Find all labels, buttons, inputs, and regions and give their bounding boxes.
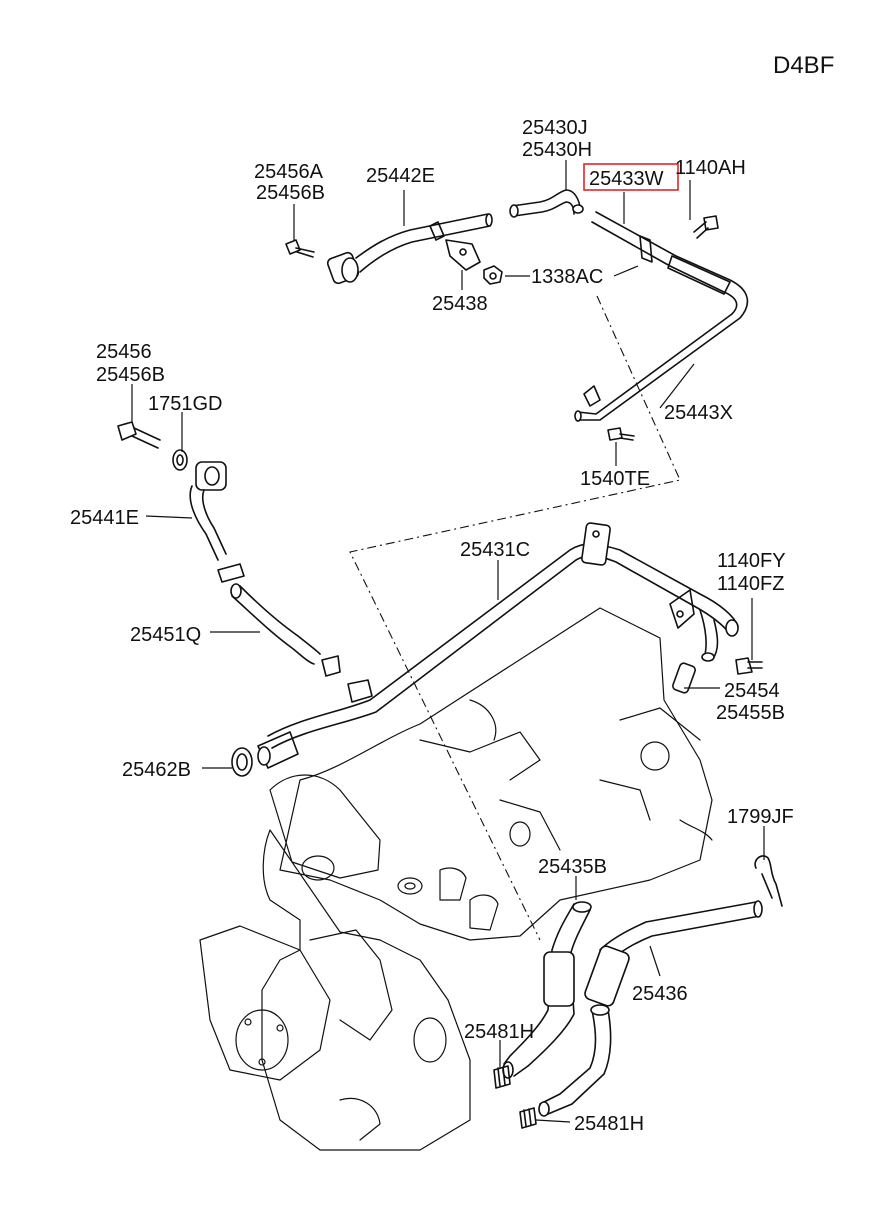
label-25431c[interactable]: 25431C: [460, 539, 530, 561]
bolt-1140ah: [693, 215, 719, 239]
label-25451q[interactable]: 25451Q: [130, 624, 201, 646]
fitting-25454: [672, 662, 696, 694]
bolt-1540te: [607, 427, 635, 441]
bolt-1140fy: [735, 657, 763, 675]
elbow-25441e: [189, 461, 245, 583]
label-25462b[interactable]: 25462B: [122, 759, 191, 781]
clamp-25481h-a: [493, 1065, 511, 1089]
label-1751gd[interactable]: 1751GD: [148, 393, 223, 415]
label-25441e[interactable]: 25441E: [70, 507, 139, 529]
label-25433w[interactable]: 25433W: [589, 168, 664, 190]
washer-1751gd: [172, 449, 188, 471]
label-1140ah[interactable]: 1140AH: [675, 157, 746, 179]
bolt-25456a: [285, 239, 315, 258]
leader-lines: [131, 160, 765, 1123]
label-25430h[interactable]: 25430H: [522, 139, 592, 161]
gasket-25462b: [231, 747, 253, 777]
engine-block: [199, 607, 713, 1151]
cable-tie-1799jf: [754, 855, 783, 907]
nut-1338ac: [483, 265, 503, 285]
label-25430j[interactable]: 25430J: [522, 117, 588, 139]
pipe-25442e: [326, 213, 493, 285]
hose-25435b: [502, 901, 592, 1079]
label-25456a[interactable]: 25456A: [254, 161, 324, 183]
label-25454[interactable]: 25454: [724, 680, 780, 702]
label-1540te[interactable]: 1540TE: [580, 468, 650, 490]
label-25435b[interactable]: 25435B: [538, 856, 607, 878]
label-25436[interactable]: 25436: [632, 983, 688, 1005]
label-25456[interactable]: 25456: [96, 341, 152, 363]
label-25438[interactable]: 25438: [432, 293, 488, 315]
assembly-outline: [349, 295, 681, 941]
bolt-25456: [117, 421, 161, 449]
pipe-25443x: [574, 211, 749, 422]
label-25456b-left[interactable]: 25456B: [96, 364, 165, 386]
label-1799jf[interactable]: 1799JF: [727, 806, 794, 828]
label-1140fy[interactable]: 1140FY: [717, 550, 786, 572]
label-1338ac[interactable]: 1338AC: [531, 266, 603, 288]
hose-25451q: [230, 583, 373, 703]
highlight-box: [583, 163, 679, 191]
label-25481h-b[interactable]: 25481H: [574, 1113, 644, 1135]
label-25456b-top[interactable]: 25456B: [256, 182, 325, 204]
label-25443x[interactable]: 25443X: [664, 402, 733, 424]
pipe-25431c: [257, 522, 739, 769]
label-1140fz[interactable]: 1140FZ: [717, 573, 784, 595]
hose-25436: [538, 900, 763, 1117]
hose-25430j: [509, 189, 584, 218]
bracket-25438: [445, 239, 481, 271]
label-25455b[interactable]: 25455B: [716, 702, 785, 724]
diagram-code: D4BF: [773, 52, 834, 79]
clamp-25481h-b: [519, 1107, 537, 1129]
label-25481h-a[interactable]: 25481H: [464, 1021, 534, 1043]
label-25442e[interactable]: 25442E: [366, 165, 435, 187]
